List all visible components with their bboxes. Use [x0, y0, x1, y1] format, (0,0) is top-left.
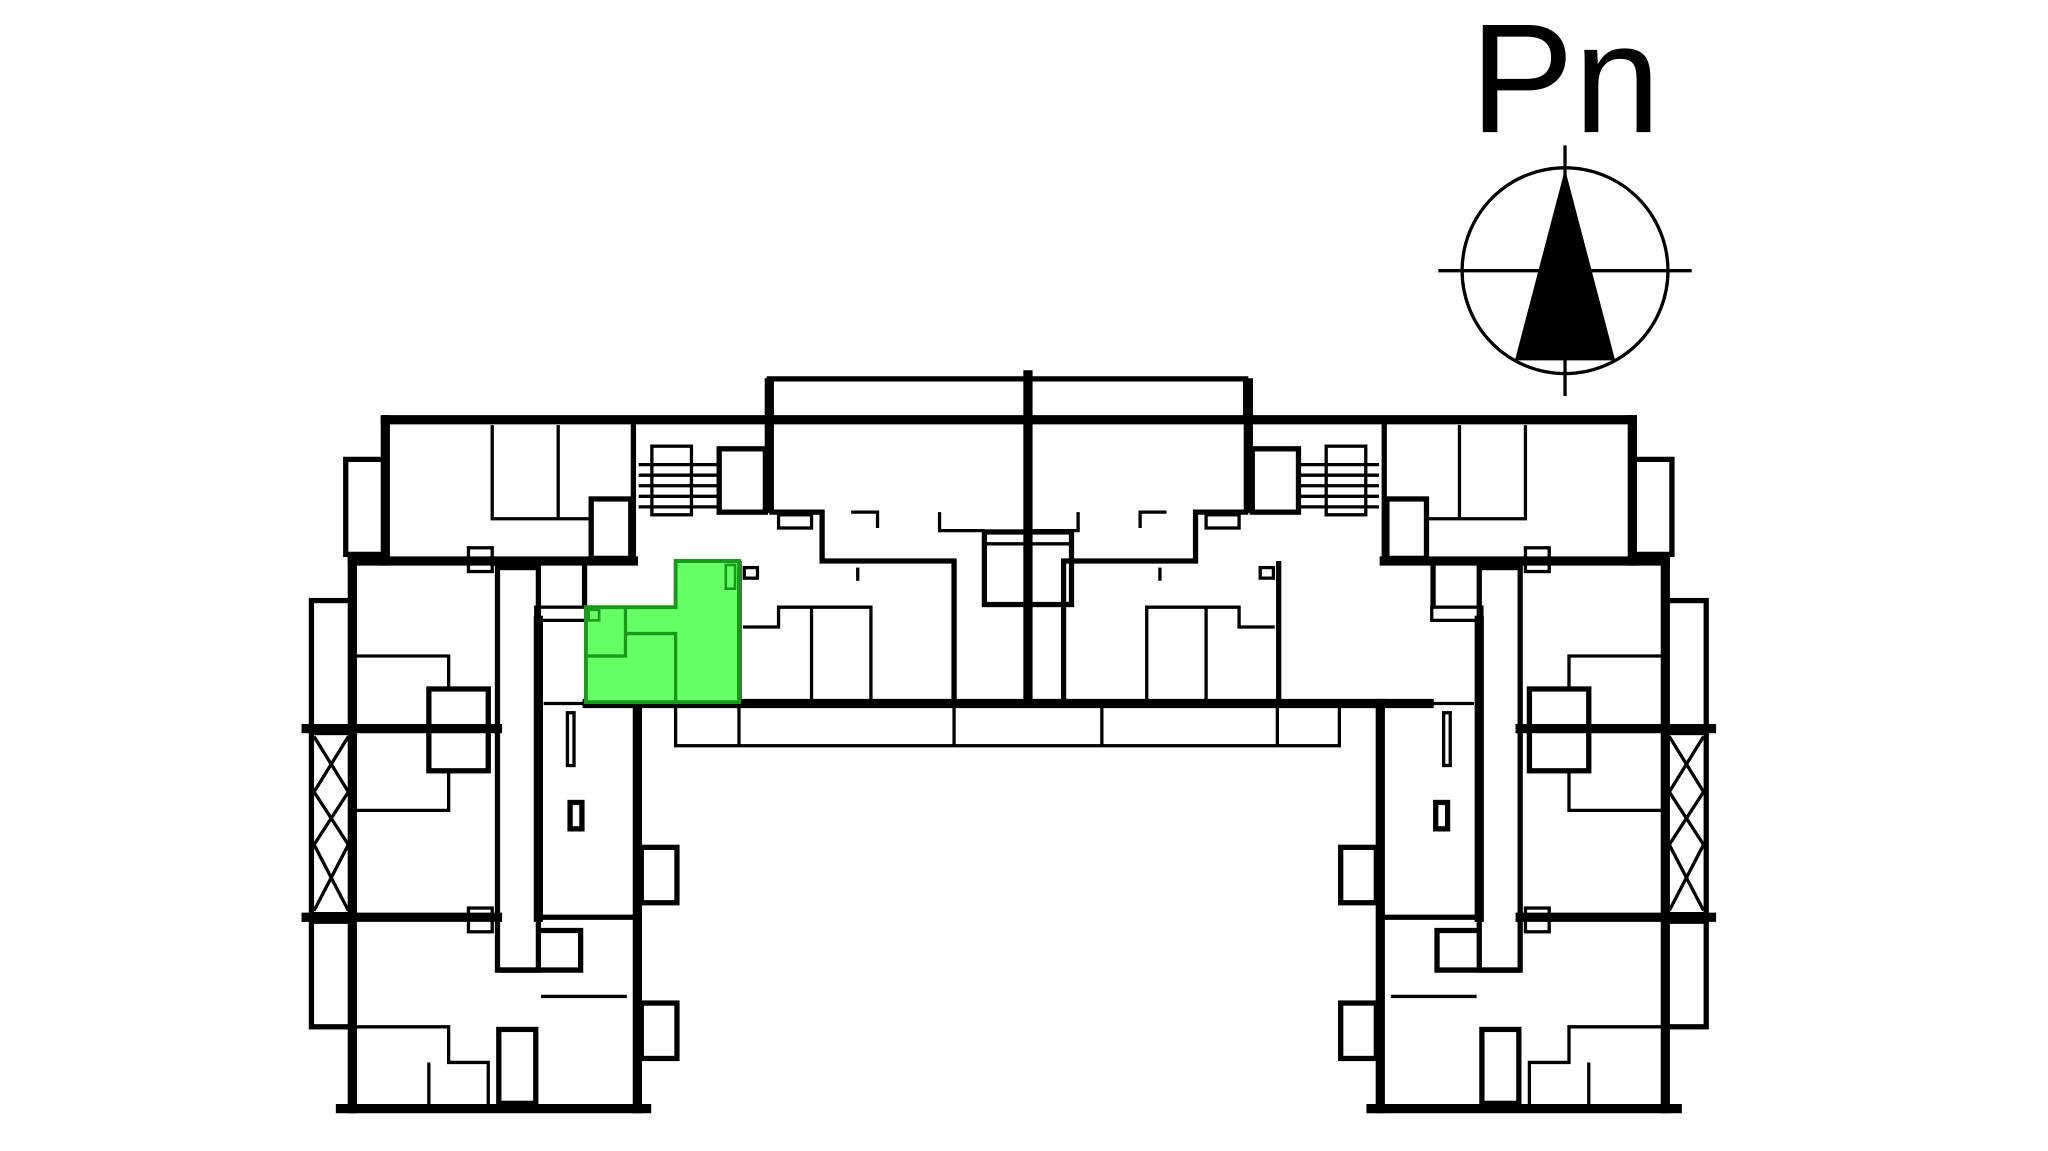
- north-label: Pn: [1470, 0, 1660, 165]
- center-block: [380, 370, 1637, 748]
- apartment-highlight[interactable]: [583, 559, 741, 705]
- selected-apartment[interactable]: [583, 559, 741, 705]
- north-arrow-icon: [1514, 169, 1616, 361]
- compass: Pn: [1438, 0, 1692, 397]
